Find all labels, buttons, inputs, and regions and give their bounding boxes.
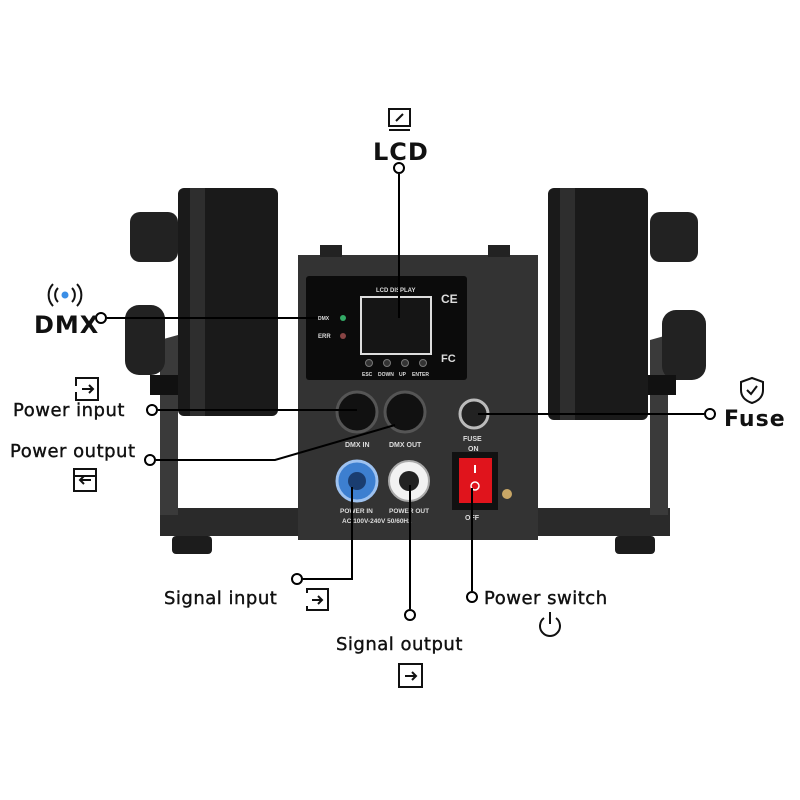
fuse-label: FUSE (463, 436, 482, 443)
ce-mark: CE (441, 292, 458, 306)
shield-check-icon (740, 376, 764, 405)
logout-icon (73, 468, 97, 492)
dmx-in-connector (335, 390, 379, 434)
dmx-in-label: DMX IN (345, 442, 370, 449)
signal-icon (47, 283, 83, 307)
power-in-label: POWER IN (340, 508, 373, 515)
dmx-led-label: DMX (318, 316, 330, 322)
callout-power-switch: Power switch (484, 588, 608, 609)
leader-lines (95, 162, 716, 621)
lcd-screen (360, 296, 432, 355)
lcd-display-label: LCD DISPLAY (376, 288, 415, 294)
fc-mark: FC (441, 353, 456, 365)
power-icon (539, 612, 561, 637)
dmx-out-label: DMX OUT (389, 442, 422, 449)
knob-icon (125, 212, 706, 395)
button-enter[interactable]: ENTER (412, 372, 429, 378)
callout-power-output: Power output (10, 441, 136, 462)
login-icon (75, 377, 99, 401)
voltage-label: AC 100V-240V 50/60Hz (342, 518, 412, 525)
monitor-icon (388, 108, 411, 131)
button-esc[interactable]: ESC (362, 372, 373, 378)
err-led-label: ERR (318, 334, 331, 340)
callout-lcd: LCD (373, 138, 429, 166)
callout-signal-output: Signal output (336, 634, 463, 655)
callout-dmx: DMX (34, 311, 100, 339)
on-label: ON (468, 446, 479, 453)
callout-fuse: Fuse (724, 407, 786, 432)
button-down[interactable]: DOWN (378, 372, 394, 378)
login-icon (398, 663, 423, 688)
power-switch (459, 458, 492, 503)
callout-signal-input: Signal input (164, 588, 278, 609)
callout-power-input: Power input (13, 400, 125, 421)
signal-dot-icon (61, 291, 69, 299)
dmx-out-connector (383, 390, 427, 434)
login-icon (306, 588, 329, 611)
button-up[interactable]: UP (399, 372, 407, 378)
